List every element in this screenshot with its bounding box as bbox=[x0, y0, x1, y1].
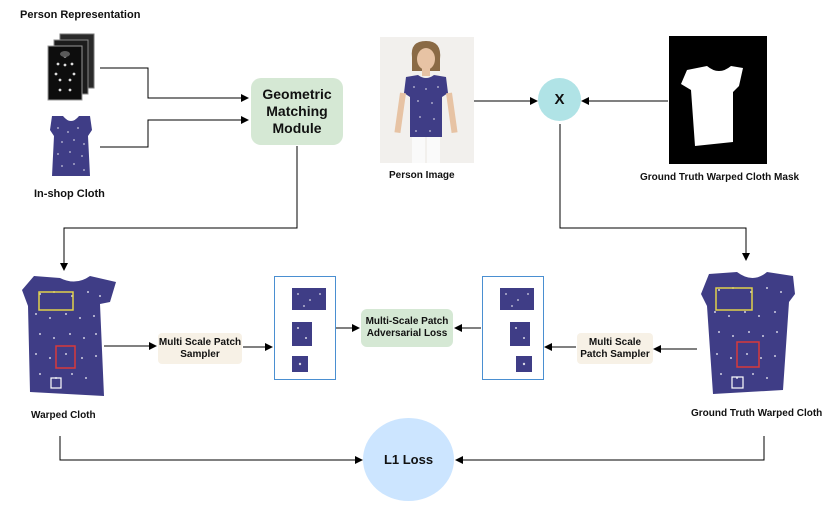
patch-sampler-right: Multi Scale Patch Sampler bbox=[577, 333, 653, 364]
gt-warped-cloth-image bbox=[701, 272, 795, 394]
warped-cloth-label: Warped Cloth bbox=[31, 410, 96, 421]
patch-panel-left bbox=[274, 276, 336, 380]
inshop-cloth-image bbox=[50, 116, 92, 176]
l1-loss-node: L1 Loss bbox=[363, 418, 454, 501]
yellow-patch-marker bbox=[715, 287, 753, 311]
white-patch-marker bbox=[731, 376, 744, 389]
gt-warped-cloth-label: Ground Truth Warped Cloth bbox=[691, 408, 823, 419]
person-image bbox=[380, 37, 474, 163]
yellow-patch-marker bbox=[38, 291, 74, 311]
person-representation-image bbox=[47, 33, 95, 101]
adversarial-loss-box: Multi-Scale Patch Adversarial Loss bbox=[361, 309, 453, 347]
geometric-matching-module: Geometric Matching Module bbox=[251, 78, 343, 145]
warped-cloth-image bbox=[22, 276, 116, 396]
multiply-node: X bbox=[538, 78, 581, 121]
patch-panel-right bbox=[482, 276, 544, 380]
ground-truth-mask-label: Ground Truth Warped Cloth Mask bbox=[640, 172, 800, 183]
person-image-label: Person Image bbox=[389, 170, 455, 181]
person-representation-label: Person Representation bbox=[20, 9, 141, 21]
patch-sampler-left: Multi Scale Patch Sampler bbox=[158, 333, 242, 364]
red-patch-marker bbox=[736, 341, 760, 368]
inshop-cloth-label: In-shop Cloth bbox=[34, 188, 105, 200]
ground-truth-mask-image bbox=[669, 36, 767, 164]
red-patch-marker bbox=[55, 345, 76, 369]
white-patch-marker bbox=[50, 377, 62, 389]
